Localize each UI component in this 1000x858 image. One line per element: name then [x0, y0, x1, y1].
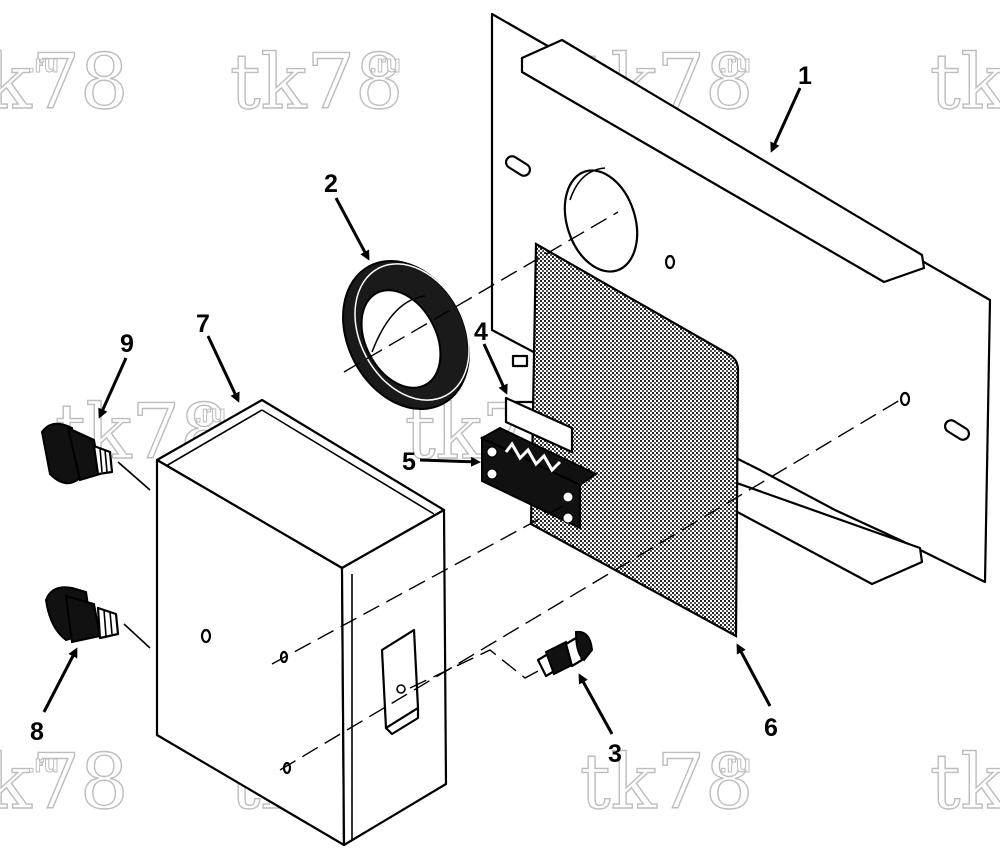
svg-text:.ru: .ru	[28, 751, 59, 778]
svg-text:tk78: tk78	[930, 737, 1000, 826]
callout-labels: 1 2 3 4 5 6 7 8 9	[30, 62, 812, 768]
watermark: tk78	[929, 736, 1000, 826]
enclosure-box	[155, 398, 448, 847]
svg-text:.ru: .ru	[720, 751, 751, 778]
watermark: tk78.ru	[0, 36, 129, 126]
svg-text:tk78: tk78	[580, 737, 753, 826]
watermark: tk78.ru	[579, 736, 754, 826]
svg-text:tk78: tk78	[230, 37, 403, 126]
svg-text:.ru: .ru	[370, 51, 401, 78]
callout-3: 3	[608, 740, 622, 768]
svg-text:.ru: .ru	[720, 51, 751, 78]
cable-fitting-lower	[44, 586, 120, 644]
callout-5: 5	[402, 448, 416, 476]
watermark: tk78	[929, 36, 1000, 126]
gasket-ring	[342, 259, 470, 411]
watermark: tk78.ru	[0, 736, 129, 826]
callout-9: 9	[120, 330, 134, 358]
callout-8: 8	[30, 718, 44, 746]
watermark: tk78.ru	[229, 36, 404, 126]
cable-fitting-upper	[40, 422, 114, 485]
callout-6: 6	[764, 714, 778, 742]
mesh-filter-panel	[529, 242, 740, 638]
svg-text:tk78: tk78	[0, 737, 128, 826]
svg-text:tk78: tk78	[0, 37, 128, 126]
leader-arrows	[42, 87, 802, 735]
callout-7: 7	[196, 310, 210, 338]
callout-1: 1	[798, 62, 812, 90]
svg-text:tk78: tk78	[930, 37, 1000, 126]
ground-stud	[536, 630, 594, 678]
callout-2: 2	[324, 170, 338, 198]
assembly-lines	[117, 211, 901, 771]
mounting-bracket	[504, 396, 574, 454]
terminal-block	[479, 426, 598, 530]
callout-4: 4	[474, 318, 488, 346]
svg-text:.ru: .ru	[28, 51, 59, 78]
